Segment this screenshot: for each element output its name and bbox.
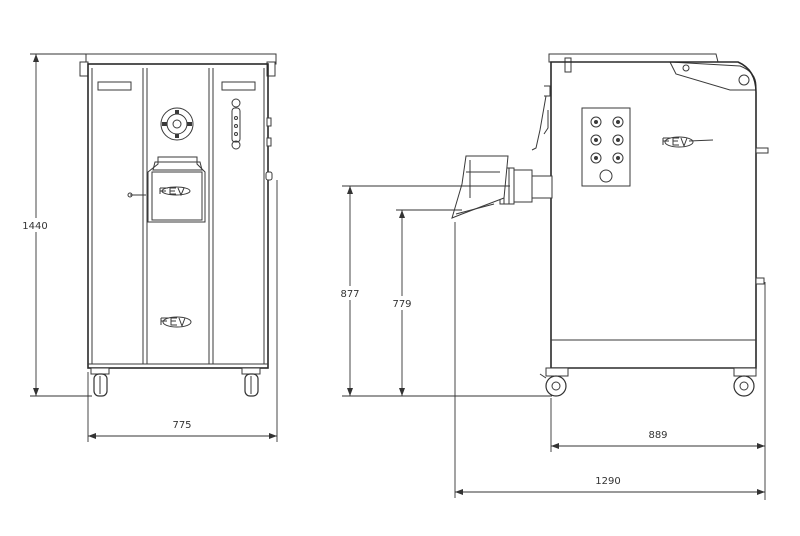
- dimension-label: 1440: [22, 221, 47, 232]
- front-top-handle-right: [266, 61, 276, 77]
- dimension-label: 1290: [595, 476, 620, 487]
- front-view: [79, 53, 277, 397]
- front-top-handle-left: [79, 61, 89, 77]
- dimension-label: 877: [340, 289, 359, 300]
- dimension-outlet-height: 877: [335, 185, 552, 397]
- dimension-depth-total: 1290: [454, 222, 765, 498]
- front-wheel-left: [90, 367, 110, 397]
- side-view: [451, 53, 769, 397]
- front-slot-left: [97, 81, 132, 91]
- grinder-outlet: [451, 155, 553, 219]
- dimension-height-total: 1440: [20, 53, 92, 397]
- front-body: [87, 63, 269, 369]
- side-body: [550, 61, 757, 369]
- front-slot-right: [221, 81, 256, 91]
- outlet-housing: [127, 156, 206, 223]
- brand-logo-icon: [159, 186, 191, 197]
- side-wheel-front: [539, 367, 569, 397]
- side-lever: [231, 98, 241, 150]
- control-buttons-icon: [581, 107, 631, 187]
- front-wheel-right: [241, 367, 261, 397]
- side-bracket: [531, 85, 551, 151]
- brand-logo-icon: [160, 316, 192, 328]
- top-lever: [669, 61, 757, 91]
- dimension-depth-body: 889: [550, 282, 766, 500]
- dimension-label: 775: [172, 420, 191, 431]
- front-top-plate: [85, 53, 277, 65]
- dimension-label: 779: [392, 299, 411, 310]
- side-wheel-rear: [733, 367, 757, 397]
- dimension-width-front: 775: [87, 180, 278, 442]
- brand-logo-icon: [662, 136, 714, 148]
- dimension-tray-height: 779: [387, 209, 462, 396]
- output-tray: [451, 155, 509, 219]
- dimension-label: 889: [648, 430, 667, 441]
- grinder-head: [160, 107, 194, 141]
